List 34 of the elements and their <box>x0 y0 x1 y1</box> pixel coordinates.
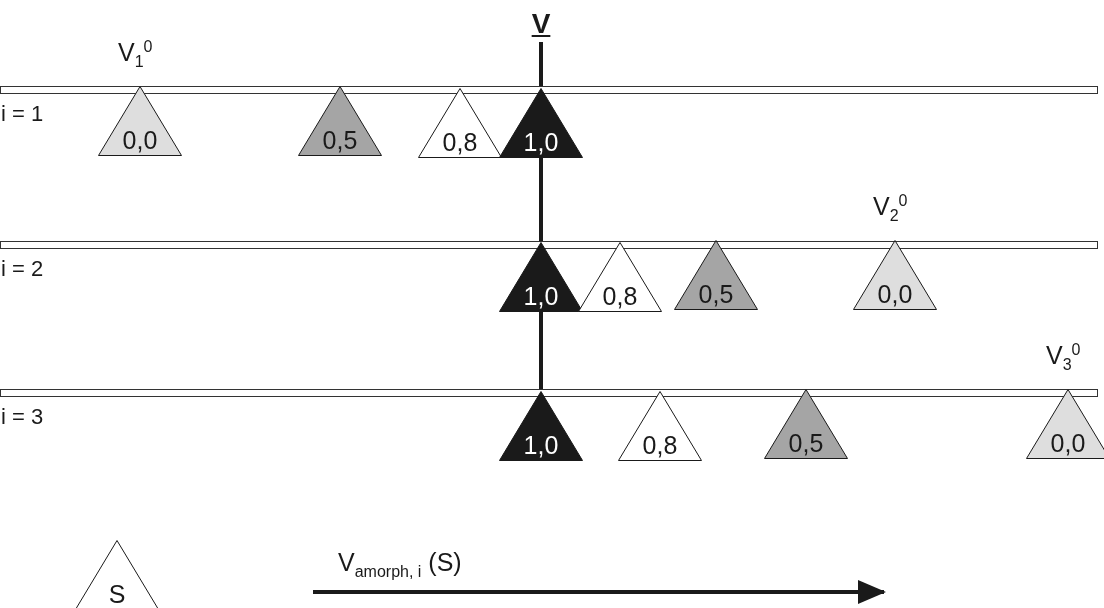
row-label: i = 1 <box>1 101 44 127</box>
triangle-marker <box>499 242 583 312</box>
row-label: i = 3 <box>1 404 44 430</box>
value-label: 0,5 <box>787 429 825 457</box>
value-label: 1,0 <box>522 128 560 156</box>
value-label: 0,0 <box>1049 429 1087 457</box>
triangle-marker <box>499 391 583 461</box>
value-label: S <box>107 580 127 608</box>
value-label: 0,8 <box>641 431 679 459</box>
triangle-marker <box>853 240 937 310</box>
value-label: 0,8 <box>441 128 479 156</box>
triangle-marker <box>674 240 758 310</box>
connector-line <box>539 158 543 242</box>
axis-label: V$_{amorph, i}$ (S) <box>338 548 462 581</box>
triangle-marker <box>1026 389 1104 459</box>
connector-line <box>539 312 543 391</box>
triangle-marker <box>764 389 848 459</box>
triangle-marker <box>578 242 662 312</box>
value-label: 0,5 <box>321 126 359 154</box>
value-label: 0,0 <box>121 126 159 154</box>
value-label: 0,0 <box>876 280 914 308</box>
row-label: i = 2 <box>1 256 44 282</box>
value-label: V <box>529 8 553 40</box>
triangle-marker <box>75 540 159 608</box>
triangle-marker <box>98 86 182 156</box>
triangle-marker <box>298 86 382 156</box>
value-label: 0,5 <box>697 280 735 308</box>
value-label: 0,8 <box>601 282 639 310</box>
value-label: 1,0 <box>522 431 560 459</box>
connector-line <box>539 42 543 88</box>
triangle-marker <box>618 391 702 461</box>
triangle-marker <box>499 88 583 158</box>
triangle-marker <box>418 88 502 158</box>
value-label: 1,0 <box>522 282 560 310</box>
